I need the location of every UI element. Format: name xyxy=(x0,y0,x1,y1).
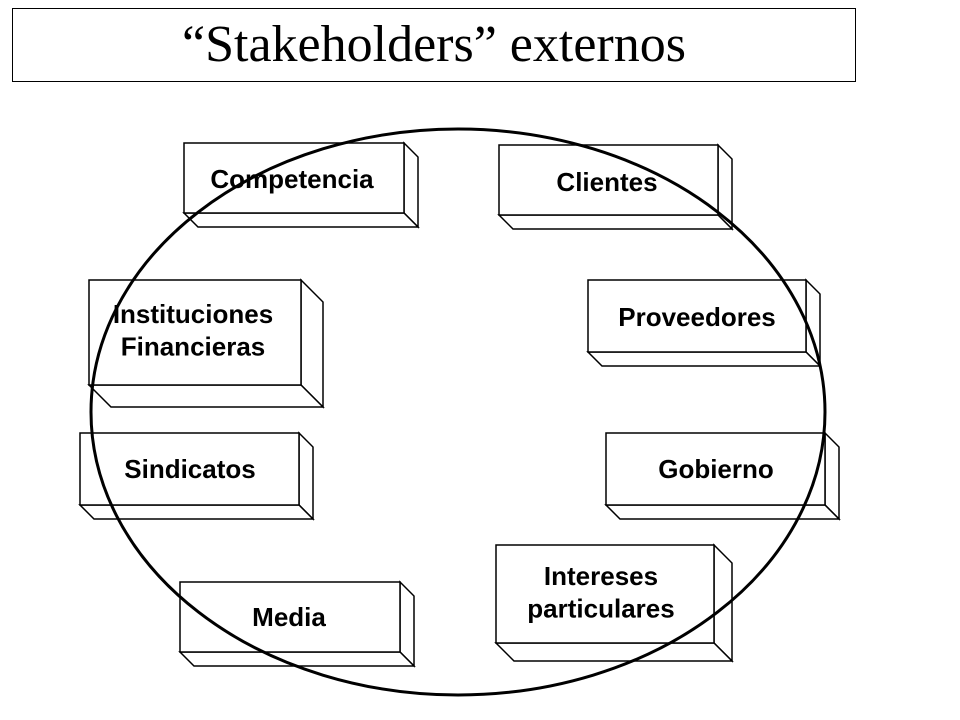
stakeholder-label-gobierno: Gobierno xyxy=(658,454,774,484)
stakeholder-label-line: Media xyxy=(252,602,326,632)
box-bottom-face xyxy=(87,384,325,408)
stakeholder-label-line: Instituciones xyxy=(113,299,273,329)
stakeholder-box-sindicatos xyxy=(78,431,315,521)
stakeholder-box-clientes xyxy=(497,143,734,231)
box-bottom-face xyxy=(182,212,420,228)
stakeholder-label-line: Proveedores xyxy=(618,302,776,332)
box-bottom-face xyxy=(586,351,822,367)
stakeholder-label-line: Intereses xyxy=(544,561,658,591)
stakeholder-label-line: Financieras xyxy=(121,332,266,362)
stakeholder-label-proveedores: Proveedores xyxy=(618,302,776,332)
box-front-face xyxy=(88,279,302,386)
box-front-face xyxy=(183,142,405,214)
box-front-face xyxy=(79,432,300,506)
stakeholder-label-sindicatos: Sindicatos xyxy=(124,454,255,484)
stakeholder-label-line: Sindicatos xyxy=(124,454,255,484)
stakeholder-box-instituciones-financieras xyxy=(87,278,325,409)
stakeholder-label-clientes: Clientes xyxy=(556,167,657,197)
stakeholder-box-gobierno xyxy=(604,431,841,521)
box-front-face xyxy=(587,279,807,353)
stakeholder-label-media: Media xyxy=(252,602,326,632)
box-front-face xyxy=(605,432,826,506)
box-front-face xyxy=(498,144,719,216)
stakeholder-box-media xyxy=(178,580,416,668)
stakeholder-label-line: Clientes xyxy=(556,167,657,197)
stakeholder-box-intereses-particulares xyxy=(494,543,734,663)
stakeholder-label-line: Gobierno xyxy=(658,454,774,484)
page-title: “Stakeholders” externos xyxy=(182,16,686,73)
stakeholder-ellipse xyxy=(89,127,827,697)
stakeholder-box-competencia xyxy=(182,141,420,229)
stakeholder-label-competencia: Competencia xyxy=(210,164,374,194)
box-bottom-face xyxy=(178,651,416,667)
stakeholder-label-line: Competencia xyxy=(210,164,374,194)
box-front-face xyxy=(179,581,401,653)
box-bottom-face xyxy=(494,642,734,662)
box-bottom-face xyxy=(497,214,734,230)
title-box: “Stakeholders” externos xyxy=(12,8,856,82)
stakeholder-label-line: particulares xyxy=(527,594,674,624)
stakeholder-box-proveedores xyxy=(586,278,822,368)
box-front-face xyxy=(495,544,715,644)
